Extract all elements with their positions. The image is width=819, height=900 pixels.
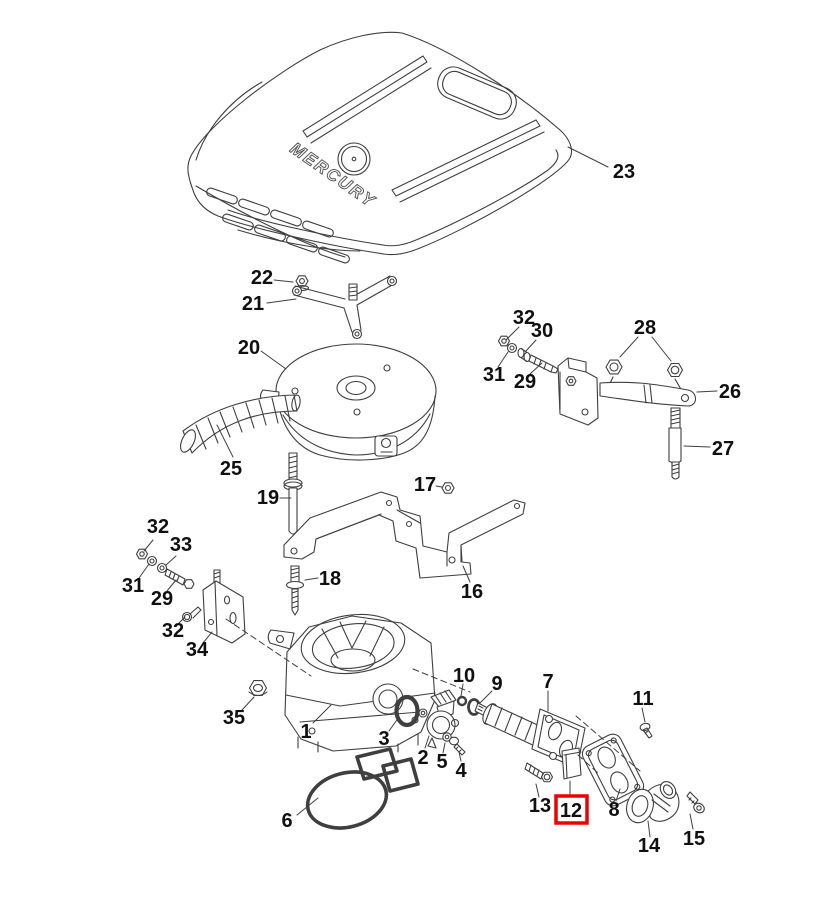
part-2-sensor-housing [418, 689, 460, 749]
part-11-screw [639, 722, 653, 739]
part-label-31-left: 31 [122, 575, 144, 597]
part-16-bracket [283, 491, 526, 579]
cover-emblem [337, 142, 371, 176]
part-label-23: 23 [613, 161, 635, 183]
part-label-8: 8 [608, 799, 619, 821]
part-19-stud [283, 452, 303, 535]
cover-vent-louvers [206, 187, 350, 264]
part-label-25: 25 [220, 458, 242, 480]
part-17-nut [441, 482, 455, 494]
part-label-29-left: 29 [151, 588, 173, 610]
part-label-21: 21 [242, 293, 264, 315]
part-label-19: 19 [257, 487, 279, 509]
part-label-34: 34 [186, 639, 209, 661]
part-label-15: 15 [683, 828, 705, 850]
part-3-o-ring [394, 694, 420, 728]
part-label-26: 26 [719, 381, 741, 403]
hardware-cluster-left [135, 548, 202, 623]
part-label-14: 14 [638, 835, 661, 857]
part-21-y-bracket [291, 275, 398, 340]
part-15-bolt [686, 791, 705, 814]
part-13-bolt [524, 762, 554, 783]
part-label-20: 20 [238, 337, 260, 359]
part-28-nuts [605, 359, 684, 393]
part-25-hose [180, 394, 301, 454]
part-label-32-left: 32 [147, 516, 169, 538]
part-label-18: 18 [319, 568, 341, 590]
part-34-bracket [202, 569, 246, 644]
part-label-33: 33 [170, 534, 192, 556]
part-14-outlet-elbow [626, 781, 680, 824]
highlight-box-part-12 [554, 794, 589, 825]
assembly-dashed-lines [225, 618, 641, 774]
part-5-washer [442, 732, 452, 742]
part-27-stud [668, 407, 682, 480]
part-label-32-top: 32 [513, 307, 535, 329]
part-12-anode-block [561, 747, 582, 780]
part-label-3: 3 [378, 728, 389, 750]
part-label-27: 27 [712, 438, 734, 460]
diagram-line-art: MERCURY [135, 31, 718, 838]
part-4-screw [448, 736, 466, 756]
part-label-32-lower: 32 [162, 620, 184, 642]
part-26-bracket-arm [557, 357, 697, 426]
part-35-nut [248, 680, 268, 697]
leader-lines [138, 146, 718, 838]
part-6-gasket [305, 747, 420, 830]
part-label-28: 28 [634, 317, 656, 339]
part-label-1: 1 [300, 721, 311, 743]
part-label-9: 9 [491, 673, 502, 695]
part-labels: 23 22 21 20 25 19 32 30 31 29 28 26 27 1… [122, 161, 741, 857]
part-label-7: 7 [542, 671, 553, 693]
part-label-12-highlighted: 12 [560, 800, 582, 822]
part-23-engine-cover: MERCURY [187, 31, 573, 264]
part-1-throttle-body [267, 613, 436, 753]
part-label-11: 11 [632, 688, 653, 710]
part-label-5: 5 [436, 751, 447, 773]
part-label-35: 35 [223, 707, 245, 729]
part-10-o-ring [456, 695, 468, 707]
part-label-16: 16 [461, 581, 483, 603]
part-label-30: 30 [531, 320, 553, 342]
part-label-10: 10 [453, 665, 475, 687]
part-label-29-top: 29 [514, 371, 536, 393]
part-label-4: 4 [455, 760, 467, 782]
part-8-gasket [581, 733, 645, 807]
part-label-31-top: 31 [483, 364, 505, 386]
part-label-13: 13 [529, 795, 551, 817]
part-label-6: 6 [281, 810, 292, 832]
part-18-stud [285, 565, 305, 616]
part-label-22: 22 [251, 267, 273, 289]
part-label-2: 2 [417, 747, 428, 769]
cover-recess [437, 66, 517, 120]
part-label-17: 17 [414, 474, 436, 496]
